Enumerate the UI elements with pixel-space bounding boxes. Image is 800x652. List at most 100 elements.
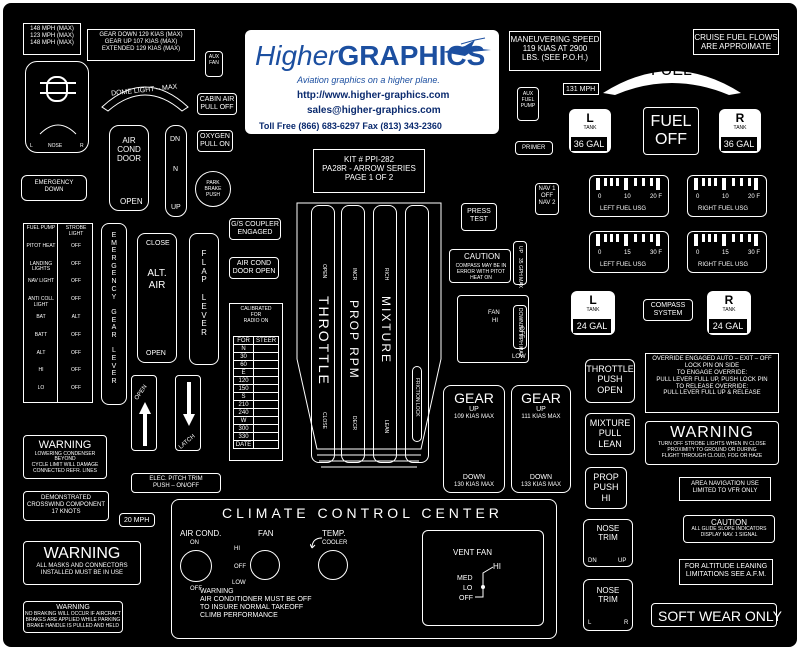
fuel-arc-placard	[603, 71, 741, 95]
calibration-heading: W	[232, 416, 255, 425]
trim-up-label: UP	[171, 204, 181, 211]
switch-label-left: BAT	[36, 313, 46, 320]
switch-label-right: OFF	[71, 367, 81, 374]
vertical-letter: R	[111, 255, 117, 263]
alt-air-line-1: ALT.	[147, 268, 167, 279]
park-brake-line-3: PUSH	[206, 191, 220, 198]
switch-label-left: ANTI COLL LIGHT	[28, 296, 54, 308]
gauge-tick	[748, 178, 751, 186]
tank-left-24-placard: L TANK 24 GAL	[571, 291, 615, 335]
calibration-steer	[253, 408, 279, 417]
logo-url[interactable]: http://www.higher-graphics.com	[297, 90, 450, 101]
temp-knob[interactable]	[318, 550, 348, 580]
gauge-tick	[754, 234, 758, 246]
gauge-tick	[732, 178, 735, 186]
vertical-letter	[102, 301, 126, 309]
calibration-steer	[253, 344, 279, 353]
gauge-tick	[604, 178, 607, 186]
vertical-letter: E	[201, 319, 207, 329]
warning-masks-placard: WARNING ALL MASKS AND CONNECTORS INSTALL…	[23, 541, 141, 585]
throttle-label: THROTTLE	[316, 296, 332, 386]
vent-fan-selector-icon	[475, 566, 494, 598]
override-line-3: TO ENGAGE OVERRIDE:	[676, 369, 748, 376]
gear-left-down-speed: 130 KIAS MAX	[453, 482, 495, 489]
area-nav-line-2: LIMITED TO VFR ONLY	[692, 487, 758, 494]
gauge-tick	[714, 178, 717, 186]
cal-header-for: FOR	[232, 336, 255, 345]
switch-label-right: OFF	[71, 349, 81, 356]
aux-fuel-pump-line-1: AUX	[522, 91, 534, 97]
soft-wear-placard: SOFT WEAR ONLY	[651, 603, 782, 627]
kit-page: PAGE 1 OF 2	[344, 173, 394, 183]
mixture-pull-line-2: PULL	[598, 428, 622, 439]
friction-lever-slot[interactable]: FRICTION LOCK	[405, 205, 429, 463]
door-latch-placard: LATCH	[175, 375, 201, 451]
air-cond-knob[interactable]	[180, 550, 212, 582]
alt-air-placard: CLOSE ALT. AIR OPEN	[137, 233, 177, 363]
climate-title: CLIMATE CONTROL CENTER	[222, 505, 503, 521]
mph20-label: 20 MPH	[124, 517, 150, 524]
fan-knob[interactable]	[250, 550, 280, 580]
calibration-row: 30	[232, 352, 279, 361]
vertical-letter: R	[111, 331, 117, 339]
side-down-label: DOWN	[517, 308, 523, 324]
prop-push-placard: PROP PUSH HI	[585, 467, 627, 509]
gauge-tick	[748, 234, 751, 242]
climate-air-cond-off: OFF	[190, 586, 202, 592]
tank-right-36-placard: R TANK 36 GAL	[719, 109, 761, 153]
vertical-letter: E	[111, 247, 117, 255]
vertical-letter: A	[201, 266, 207, 276]
logo-brand-bold: GRAPHICS	[337, 40, 486, 71]
alt-air-open: OPEN	[146, 350, 166, 357]
switch-label-left: LO	[37, 385, 45, 392]
gauge-tick	[702, 234, 705, 242]
logo-phone: Toll Free (866) 683-6297 Fax (813) 343-2…	[259, 121, 442, 131]
gear-speed-1: GEAR DOWN 129 KIAS (MAX)	[99, 32, 183, 38]
warning-condenser-title: WARNING	[38, 439, 92, 451]
vertical-letter: R	[111, 378, 117, 386]
gs-coupler-line-2: ENGAGED	[237, 229, 273, 237]
gauge-scale-label: 30 F	[748, 250, 761, 256]
trim-dn-label: DN	[170, 136, 181, 143]
gauge-scale-label: 30 F	[650, 250, 663, 256]
mixture-pull-line-1: MIXTURE	[589, 418, 631, 428]
switch-label-left: ALT	[36, 349, 46, 356]
gauge-tick	[616, 234, 619, 242]
vertical-letter: R	[201, 328, 207, 338]
down-arrow-icon	[183, 382, 195, 426]
friction-lock-label: FRICTION LOCK	[414, 378, 420, 417]
logo-email[interactable]: sales@higher-graphics.com	[307, 105, 441, 116]
throttle-push-placard: THROTTLE PUSH OPEN	[585, 359, 635, 403]
gauge-tick	[634, 234, 637, 242]
gear-left-up: UP	[469, 406, 479, 414]
warning-brake-placard: WARNING NO BRAKING WILL OCCUR IF AIRCRAF…	[23, 601, 123, 633]
gauge-scale-label: 20 F	[650, 194, 663, 200]
gauge-tick	[650, 234, 653, 242]
gauge-scale-label: 0	[696, 250, 700, 256]
gauge-caption: LEFT FUEL USG	[600, 206, 647, 212]
gauge-tick	[754, 178, 758, 190]
calibration-heading: 150	[232, 384, 255, 393]
override-line-5: TO RELEASE OVERRIDE:	[675, 383, 749, 390]
climate-warning-line-3: CLIMB PERFORMANCE	[200, 612, 278, 620]
throttle-lever-slot[interactable]: OPEN THROTTLE CLOSE	[311, 205, 335, 463]
gauge-tick	[604, 234, 607, 242]
vertical-letter: E	[111, 316, 117, 324]
calibration-row: 330	[232, 432, 279, 441]
crosswind-line-1: DEMONSTRATED	[41, 495, 91, 501]
park-brake-line-2: BRAKE	[204, 185, 222, 192]
warning-condenser-line-1: LOWERING CONDENSER BEYOND	[34, 450, 96, 463]
calibration-steer	[253, 352, 279, 361]
calibration-steer	[253, 432, 279, 441]
aux-fuel-pump-placard: AUX FUEL PUMP	[517, 87, 539, 121]
mixture-lever-slot[interactable]: RICH MIXTURE LEAN	[373, 205, 397, 463]
gear-right-down: DOWN	[529, 474, 553, 481]
prop-lever-slot[interactable]: INCR PROP RPM DECR	[341, 205, 365, 463]
gauge-caption: LEFT FUEL USG	[600, 262, 647, 268]
fan-hi-label: HI	[492, 318, 498, 324]
park-brake-placard: PARK BRAKE PUSH	[195, 171, 231, 207]
fan-label: FAN	[488, 310, 500, 316]
